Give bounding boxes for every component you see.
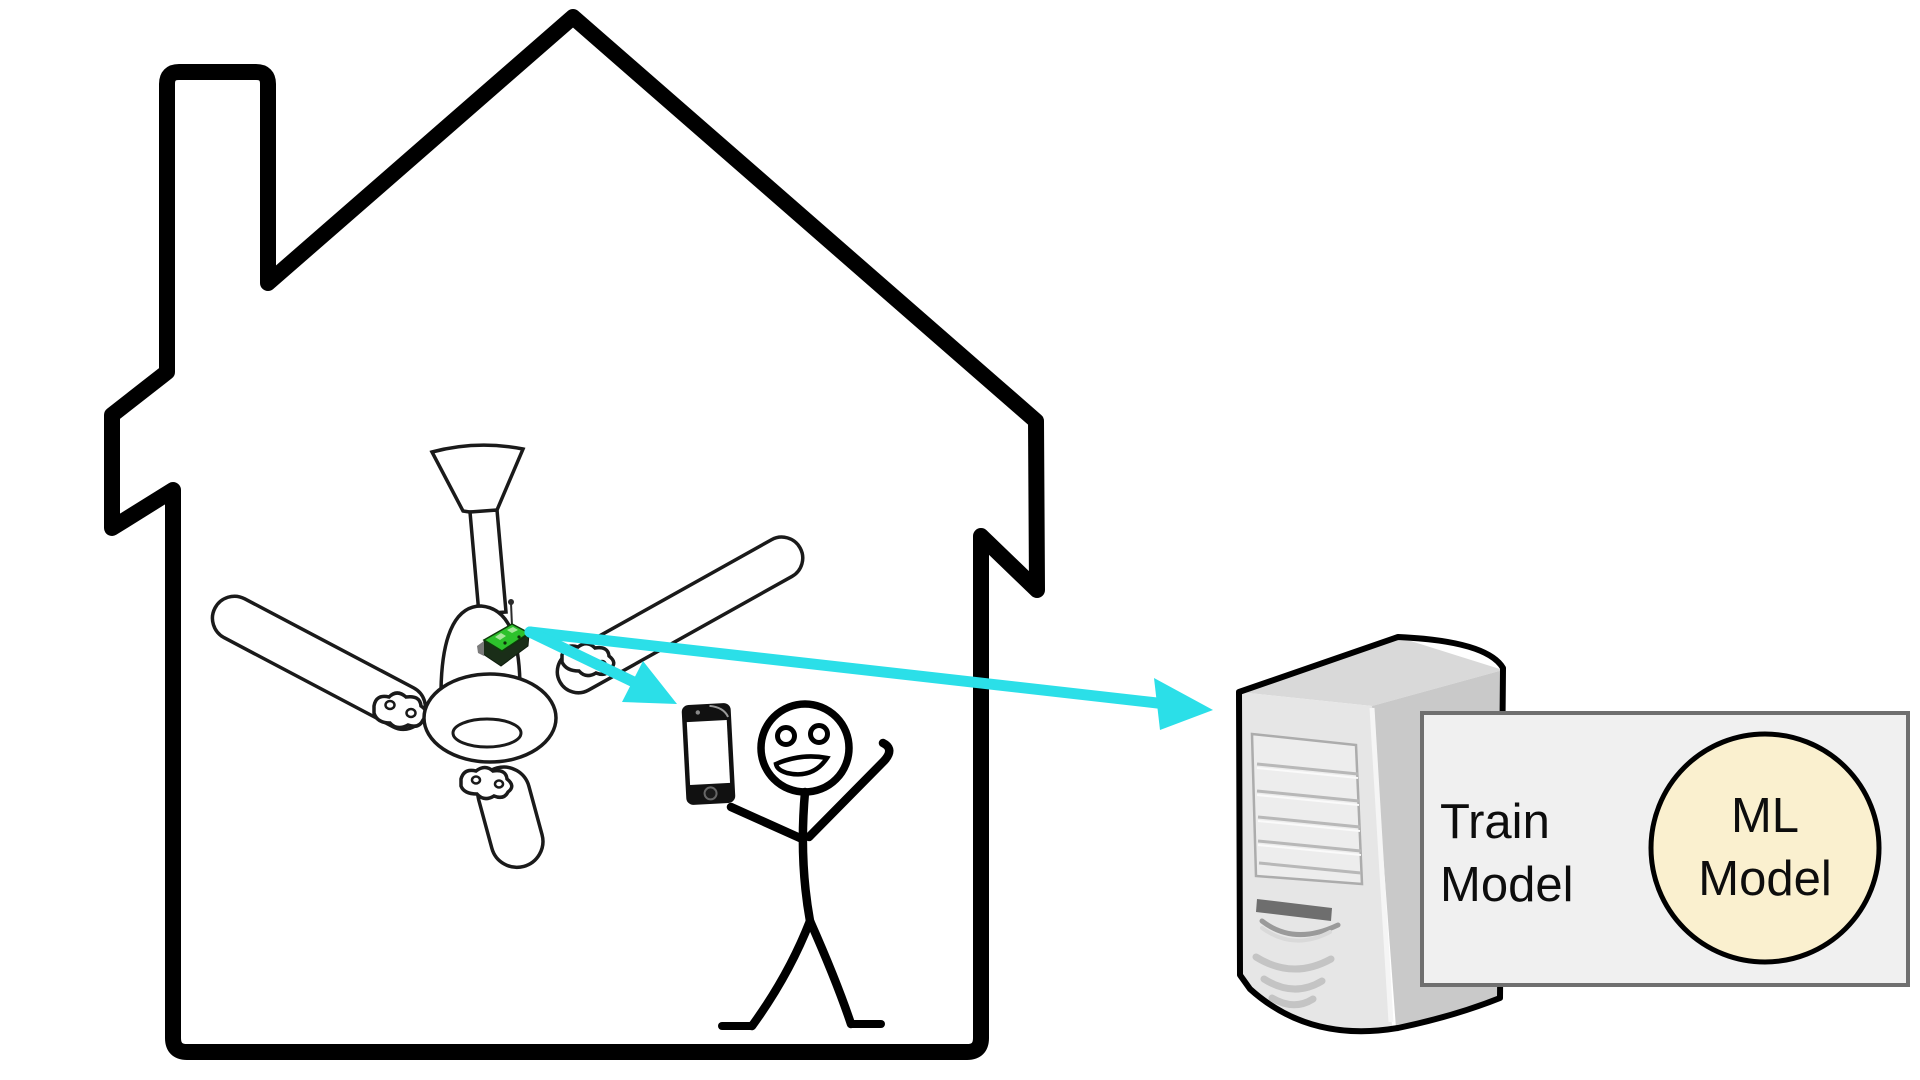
signal-arrow-to-phone-icon: [524, 626, 677, 704]
server-vent-arcs: [1252, 953, 1335, 1009]
antenna-tip: [508, 599, 514, 605]
sensor-dot-2: [517, 635, 521, 639]
train-model-label-line2: Model: [1440, 858, 1573, 912]
server-disc-slot: [1256, 899, 1341, 943]
person-eye-right: [808, 723, 830, 745]
person-head: [757, 700, 853, 796]
signal-arrowhead-phone: [622, 661, 677, 704]
sensor-dot-1: [503, 641, 507, 645]
fan-canopy: [429, 443, 526, 515]
smartphone-icon: [681, 703, 736, 805]
train-model-box: Train Model ML Model: [1420, 711, 1910, 987]
server-outline: [1236, 634, 1506, 1035]
person-mouth: [773, 754, 831, 777]
server-top-face: [1239, 637, 1503, 706]
signal-line-to-phone: [524, 626, 646, 691]
person-eye-left: [775, 725, 797, 747]
phone-camera-dot: [695, 710, 701, 715]
person-torso: [798, 787, 815, 926]
person-arm-right: [804, 738, 894, 842]
fan-hub-ring: [451, 717, 523, 749]
train-model-label-line1: Train: [1440, 795, 1550, 849]
signal-line-to-server: [524, 626, 1172, 710]
ml-model-label-line2: Model: [1698, 852, 1831, 906]
signal-arrow-to-server-icon: [524, 626, 1213, 730]
phone-home-button: [703, 786, 718, 801]
server-drive-bays: [1250, 732, 1364, 886]
fan-blade-right: [555, 535, 805, 695]
ml-model-circle: [1648, 731, 1882, 965]
sensor-chip-2: [507, 627, 518, 633]
fan-downrod: [468, 508, 508, 616]
sensor-chip-1: [495, 633, 506, 640]
sensor-side-gray: [477, 641, 484, 656]
phone-screen: [686, 719, 731, 785]
server-edge-highlight: [1369, 707, 1394, 1023]
person-arm-left: [726, 802, 805, 843]
person-icon: [718, 700, 894, 1031]
signal-arrowhead-server: [1154, 678, 1213, 730]
antenna-icon: [510, 602, 513, 627]
ml-model-label-line1: ML: [1731, 789, 1799, 843]
house-outline: [104, 9, 1045, 1060]
person-leg-right: [805, 916, 856, 1029]
person-leg-left: [747, 916, 815, 1031]
phone-glare: [709, 704, 729, 718]
house-icon: [104, 9, 1045, 1060]
